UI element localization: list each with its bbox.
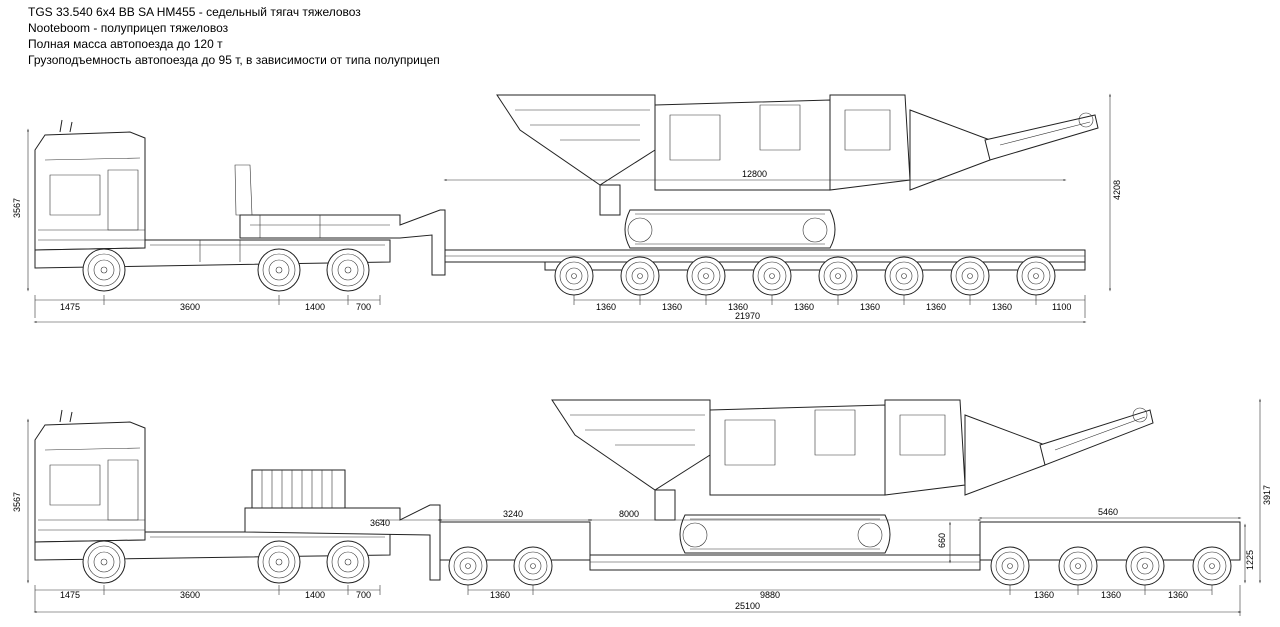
- top-dim-wheelbase: 3600: [180, 302, 200, 312]
- top-dim-axle: 1360: [992, 302, 1012, 312]
- bottom-dim-height-total: 3917: [1262, 485, 1272, 505]
- top-rig: [34, 94, 1099, 296]
- top-dim-axle: 1360: [596, 302, 616, 312]
- bottom-dim-tandem: 1400: [305, 590, 325, 600]
- bottom-dim-total-length: 25100: [735, 601, 760, 611]
- top-trailer-wheel: [686, 256, 726, 296]
- bottom-trailer-wheel: [1125, 546, 1165, 586]
- bottom-trailer-wheel: [513, 546, 553, 586]
- bottom-tractor-wheel-front: [82, 540, 126, 584]
- bottom-dim-trailer: 9880: [760, 590, 780, 600]
- bottom-dim-rear-height: 1225: [1245, 550, 1255, 570]
- top-dim-load-length: 12800: [742, 169, 767, 179]
- top-trailer-wheel: [950, 256, 990, 296]
- bottom-cab: [34, 409, 146, 543]
- top-tractor-chassis: [34, 239, 391, 269]
- bottom-trailer-wheel: [1192, 546, 1232, 586]
- top-trailer-wheel: [752, 256, 792, 296]
- header-line-3: Полная масса автопоезда до 120 т: [28, 37, 223, 51]
- header: TGS 33.540 6x4 BB SA HM455 - седельный т…: [28, 4, 440, 68]
- header-line-4: Грузоподъемность автопоезда до 95 т, в з…: [28, 53, 440, 67]
- bottom-dim-front-bogie: 3240: [503, 509, 523, 519]
- bottom-dim-deck-length: 8000: [619, 509, 639, 519]
- top-dim-axle: 1360: [662, 302, 682, 312]
- top-dim-total-length: 21970: [735, 311, 760, 321]
- top-crusher-machine: [496, 94, 1099, 249]
- bottom-dim-trailer: 1360: [1168, 590, 1188, 600]
- top-trailer-wheel: [554, 256, 594, 296]
- bottom-trailer-wheel: [448, 546, 488, 586]
- top-dim-axle: 1360: [926, 302, 946, 312]
- header-line-2: Nooteboom - полуприцеп тяжеловоз: [28, 21, 229, 35]
- bottom-dim-deck-height: 660: [937, 533, 947, 548]
- bottom-rig: [34, 399, 1241, 586]
- bottom-dim-rear: 700: [356, 590, 371, 600]
- top-gooseneck: [239, 209, 446, 276]
- top-trailer-wheel: [1016, 256, 1056, 296]
- top-cab: [34, 119, 146, 251]
- top-trailer-wheel: [884, 256, 924, 296]
- top-trailer-wheel: [620, 256, 660, 296]
- bottom-low-deck: [589, 554, 981, 571]
- bottom-dim-height-cab: 3567: [12, 492, 22, 512]
- top-dim-overhang: 1475: [60, 302, 80, 312]
- bottom-tractor-wheel-mid: [257, 540, 301, 584]
- top-trailer-wheel: [818, 256, 858, 296]
- header-line-1: TGS 33.540 6x4 BB SA HM455 - седельный т…: [28, 5, 361, 19]
- bottom-dim-rear-bogie: 5460: [1098, 507, 1118, 517]
- top-dim-height-total: 4208: [1112, 180, 1122, 200]
- top-dim-axle: 1360: [728, 302, 748, 312]
- bottom-trailer-wheel: [990, 546, 1030, 586]
- bottom-tractor-wheel-rear: [326, 540, 370, 584]
- top-dim-axle: 1100: [1052, 302, 1071, 312]
- bottom-trailer-wheel: [1058, 546, 1098, 586]
- bottom-crusher-machine: [551, 399, 1154, 554]
- top-dim-axle: 1360: [860, 302, 880, 312]
- bottom-dim-overhang: 1475: [60, 590, 80, 600]
- top-tractor-wheel-mid: [257, 248, 301, 292]
- bottom-dimensions: 3567 3917 1225 660 3640 3240 8000 5460 1…: [12, 398, 1272, 616]
- bottom-dim-wheelbase: 3600: [180, 590, 200, 600]
- bottom-dim-trailer: 1360: [1034, 590, 1054, 600]
- top-tractor-wheel-rear: [326, 248, 370, 292]
- top-tractor-wheel-front: [82, 248, 126, 292]
- top-dim-rear: 700: [356, 302, 371, 312]
- bottom-dim-gooseneck: 3640: [370, 518, 390, 528]
- top-dim-tandem: 1400: [305, 302, 325, 312]
- bottom-dim-trailer: 1360: [490, 590, 510, 600]
- top-dimensions: 3567 4208 12800 1475 3600 1400 700 1360 …: [12, 93, 1122, 323]
- top-dim-height-cab: 3567: [12, 198, 22, 218]
- bottom-ballast: [251, 469, 346, 509]
- bottom-dim-trailer: 1360: [1101, 590, 1121, 600]
- top-dim-axle: 1360: [794, 302, 814, 312]
